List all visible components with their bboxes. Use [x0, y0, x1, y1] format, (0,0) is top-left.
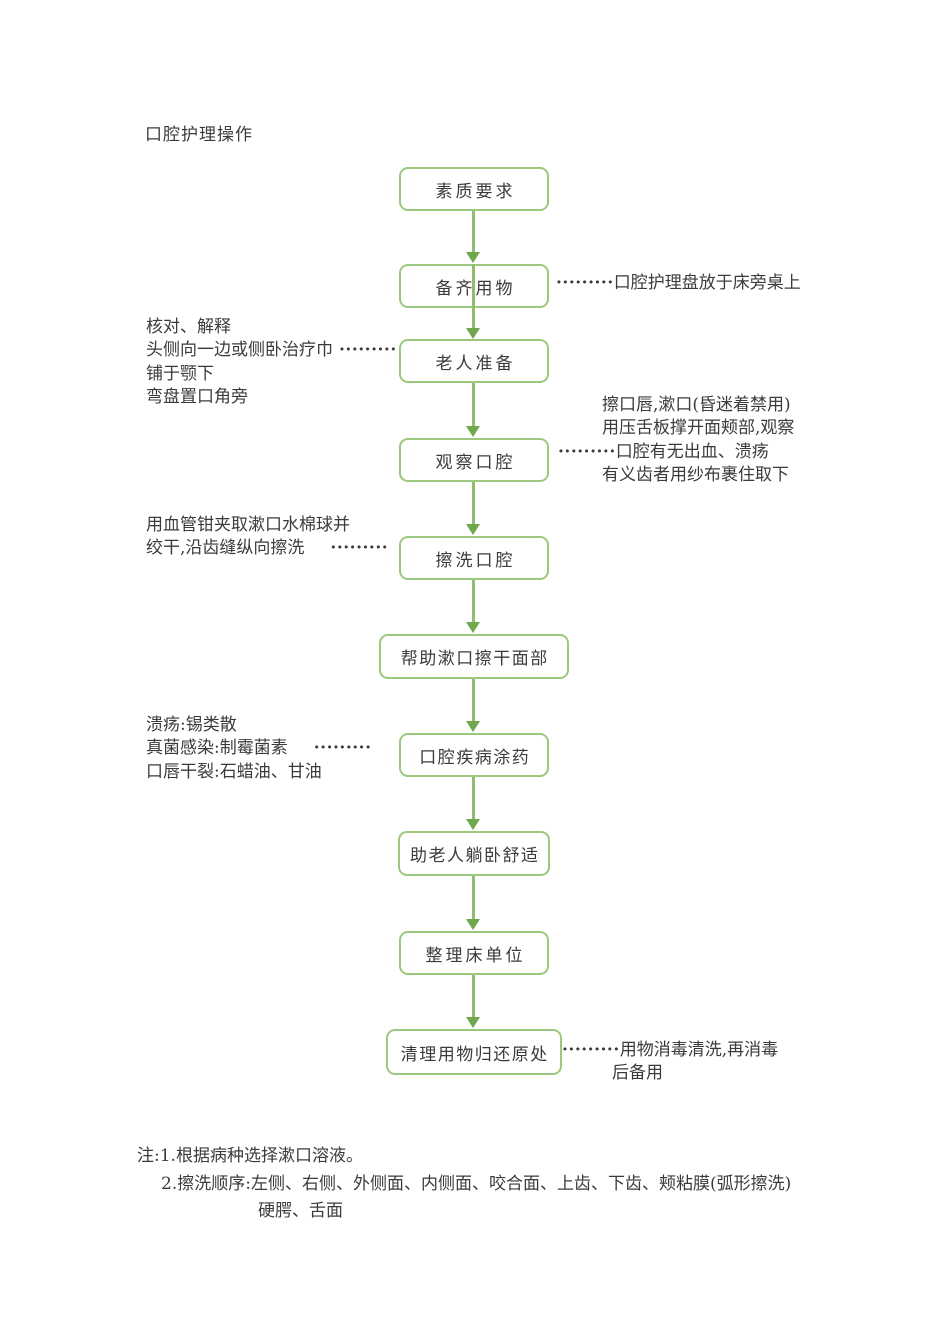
annotation-line: 有义齿者用纱布裹住取下: [602, 464, 789, 485]
flow-arrow-head: [466, 524, 480, 535]
dotted-leader: ·········: [339, 340, 397, 361]
flow-arrow-line: [472, 777, 475, 820]
annotation-line: 弯盘置口角旁: [146, 386, 248, 407]
flow-arrow-head: [466, 721, 480, 732]
flow-arrow-line: [472, 876, 475, 920]
flow-step-wipe[interactable]: 擦洗口腔: [399, 536, 549, 580]
dotted-leader: ·········: [558, 441, 616, 462]
flow-arrow-head: [466, 919, 480, 930]
annotation-line: 擦口唇,漱口(昏迷着禁用): [602, 395, 791, 415]
flow-step-label: 口腔疾病涂药: [419, 747, 531, 768]
flow-step-rinse-face[interactable]: 帮助漱口擦干面部: [379, 634, 569, 679]
annotation-prep: 核对、解释 头侧向一边或侧卧治疗巾 ········· 铺于颚下 弯盘置口角旁: [146, 316, 397, 409]
annotation-cleanup: ·········用物消毒清洗,再消毒 后备用: [562, 1039, 778, 1086]
flow-step-tidy-bed[interactable]: 整理床单位: [399, 931, 549, 975]
annotation-line: 绞干,沿齿缝纵向擦洗 ·········: [146, 537, 388, 560]
dotted-leader: ·········: [562, 1040, 620, 1060]
annotation-supplies: ·········口腔护理盘放于床旁桌上: [556, 272, 801, 295]
annotation-text: 用物消毒清洗,再消毒: [619, 1040, 779, 1060]
flow-arrow-line: [472, 264, 475, 329]
annotation-line: 头侧向一边或侧卧治疗巾 ·········: [146, 339, 397, 362]
flow-arrow-line: [472, 580, 475, 623]
annotation-line: 用血管钳夹取漱口水棉球并: [146, 515, 350, 535]
dotted-leader: ·········: [556, 273, 614, 293]
annotation-text: 口腔有无出血、溃疡: [615, 441, 769, 462]
flow-arrow-line: [472, 975, 475, 1018]
flow-step-label: 助老人躺卧舒适: [410, 846, 540, 866]
flow-arrow-head: [466, 622, 480, 633]
footnote-line-1: 注:1.根据病种选择漱口溶液。: [137, 1146, 363, 1166]
flow-step-label: 素质要求: [435, 181, 516, 202]
annotation-line: 真菌感染:制霉菌素 ·········: [146, 737, 372, 760]
annotation-line: 溃疡:锡类散: [146, 715, 237, 735]
flow-arrow-head: [466, 819, 480, 830]
annotation-line: ·········用物消毒清洗,再消毒: [562, 1039, 778, 1062]
flow-arrow-line: [472, 211, 475, 253]
annotation-line: 用压舌板撑开面颊部,观察: [602, 418, 795, 439]
flow-step-label: 老人准备: [435, 353, 516, 374]
annotation-line: 铺于颚下: [146, 363, 214, 384]
flow-arrow-line: [472, 679, 475, 722]
dotted-leader: ·········: [313, 738, 372, 759]
flow-step-observe[interactable]: 观察口腔: [399, 438, 549, 482]
flow-arrow-head: [466, 1017, 480, 1028]
flow-arrow-line: [472, 482, 475, 525]
flow-step-label: 整理床单位: [425, 945, 526, 966]
flow-step-comfort[interactable]: 助老人躺卧舒适: [398, 831, 550, 876]
flow-step-label: 擦洗口腔: [435, 550, 516, 571]
flow-step-medicate[interactable]: 口腔疾病涂药: [399, 733, 549, 777]
flow-arrow-head: [466, 328, 480, 339]
annotation-line: 口唇干裂:石蜡油、甘油: [146, 761, 322, 782]
flow-arrow-line: [472, 383, 475, 427]
dotted-leader: ·········: [330, 538, 389, 559]
flow-arrow-head: [466, 426, 480, 437]
annotation-text: 口腔护理盘放于床旁桌上: [613, 273, 801, 293]
flow-step-cleanup[interactable]: 清理用物归还原处: [386, 1029, 562, 1075]
flow-step-prep[interactable]: 老人准备: [399, 339, 549, 383]
annotation-line: 后备用: [612, 1063, 663, 1084]
annotation-line: ·········口腔有无出血、溃疡: [558, 441, 794, 464]
annotation-text: 绞干,沿齿缝纵向擦洗: [146, 538, 305, 559]
flow-step-label: 清理用物归还原处: [400, 1044, 549, 1065]
annotation-medicate: 溃疡:锡类散 真菌感染:制霉菌素 ········· 口唇干裂:石蜡油、甘油: [146, 714, 372, 784]
annotation-line: 核对、解释: [146, 317, 231, 337]
annotation-text: 头侧向一边或侧卧治疗巾: [146, 340, 333, 361]
annotation-text: 真菌感染:制霉菌素: [146, 738, 288, 759]
flow-step-label: 观察口腔: [435, 452, 516, 473]
footnote-line-2: 2.擦洗顺序:左侧、右侧、外侧面、内侧面、咬合面、上齿、下齿、颊粘膜(弧形擦洗): [161, 1174, 792, 1194]
footnote-line-3: 硬腭、舌面: [258, 1201, 343, 1221]
flow-step-quality[interactable]: 素质要求: [399, 167, 549, 211]
annotation-observe: 擦口唇,漱口(昏迷着禁用) 用压舌板撑开面颊部,观察 ·········口腔有无…: [558, 394, 794, 487]
flow-step-label: 帮助漱口擦干面部: [400, 649, 549, 669]
annotation-wipe: 用血管钳夹取漱口水棉球并 绞干,沿齿缝纵向擦洗 ·········: [146, 514, 388, 561]
flow-arrow-head: [466, 252, 480, 263]
page-title: 口腔护理操作: [145, 125, 253, 145]
